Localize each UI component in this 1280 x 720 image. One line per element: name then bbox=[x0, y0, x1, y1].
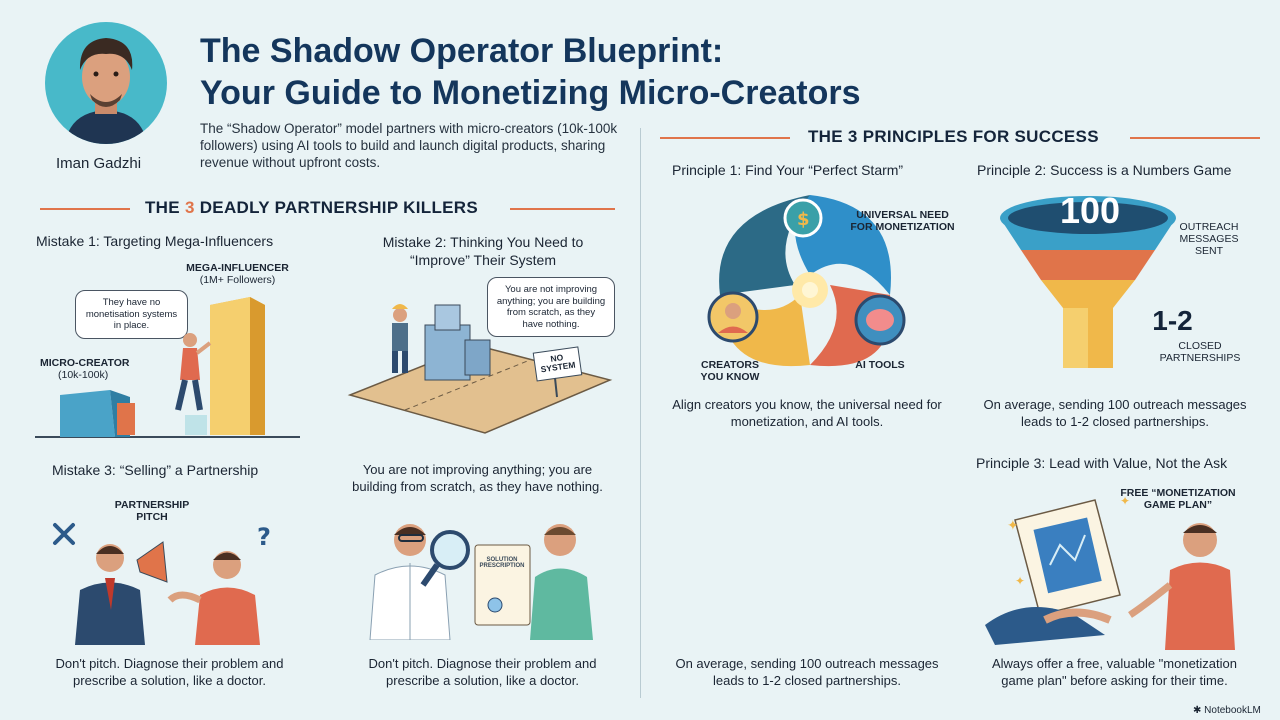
mega-sub: (1M+ Followers) bbox=[199, 274, 276, 286]
svg-text:✦: ✦ bbox=[1007, 518, 1019, 534]
scroll-text: SOLUTION PRESCRIPTION bbox=[479, 557, 525, 569]
title-line-2: Your Guide to Monetizing Micro-Creators bbox=[200, 74, 861, 112]
killers-heading: THE 3 DEADLY PARTNERSHIP KILLERS bbox=[145, 198, 478, 218]
killers-heading-number: 3 bbox=[184, 198, 195, 217]
notebook-icon: ✱ bbox=[1193, 705, 1202, 716]
svg-text:?: ? bbox=[257, 523, 271, 551]
mistake-1-title: Mistake 1: Targeting Mega-Influencers bbox=[36, 233, 274, 249]
title-line-1: The Shadow Operator Blueprint: bbox=[200, 32, 724, 70]
micro-label: MICRO-CREATOR bbox=[40, 357, 130, 369]
pitch-line-1: PARTNERSHIP bbox=[114, 499, 190, 511]
notebooklm-watermark: ✱ NotebookLM bbox=[1193, 705, 1261, 716]
page-title: The Shadow Operator Blueprint: Your Guid… bbox=[200, 30, 861, 114]
mistake-3-caption-left: Don't pitch. Diagnose their problem and … bbox=[55, 656, 284, 688]
doctor-diagnosis-illustration bbox=[369, 524, 593, 640]
micro-sub: (10k-100k) bbox=[58, 369, 109, 381]
column-divider bbox=[640, 128, 641, 698]
principle-1-caption: Align creators you know, the universal n… bbox=[672, 397, 942, 429]
creators-label: CREATORS YOU KNOW bbox=[700, 359, 760, 383]
pitch-line-2: PITCH bbox=[136, 511, 168, 523]
closed-number: 1-2 bbox=[1152, 305, 1193, 336]
intro-text: The “Shadow Operator” model partners wit… bbox=[200, 121, 618, 170]
ai-tools-label: AI TOOLS bbox=[855, 359, 905, 371]
mega-tower-illustration bbox=[35, 297, 300, 438]
empty-lot-illustration bbox=[347, 304, 613, 434]
mistake-2-caption: You are not improving anything; you are … bbox=[352, 462, 603, 494]
perfect-storm-illustration: $ bbox=[707, 195, 906, 367]
heading-rule-left bbox=[40, 208, 130, 210]
killers-heading-post: DEADLY PARTNERSHIP KILLERS bbox=[194, 198, 478, 217]
outreach-number: 100 bbox=[1059, 190, 1121, 231]
person-portrait-icon bbox=[65, 38, 147, 144]
mistake-2-title-line-2: “Improve” Their System bbox=[410, 252, 556, 268]
partnership-pitch-label: PARTNERSHIP PITCH bbox=[112, 499, 192, 523]
svg-text:✦: ✦ bbox=[1120, 494, 1130, 508]
principle-3-title: Principle 3: Lead with Value, Not the As… bbox=[976, 455, 1228, 471]
mistake-1-bubble: They have no monetisation systems in pla… bbox=[75, 290, 188, 339]
x-mark-icon bbox=[53, 523, 75, 545]
mistake-3-title: Mistake 3: “Selling” a Partnership bbox=[52, 462, 259, 478]
svg-text:✦: ✦ bbox=[1015, 574, 1025, 588]
mega-label: MEGA-INFLUENCER bbox=[186, 262, 289, 274]
principle-1-title: Principle 1: Find Your “Perfect Starm” bbox=[672, 162, 904, 178]
author-avatar bbox=[45, 22, 167, 144]
numbers-caption-repeat: On average, sending 100 outreach message… bbox=[675, 656, 939, 688]
principles-rule-left bbox=[660, 137, 790, 139]
svg-text:$: $ bbox=[797, 209, 810, 230]
brand-text: NotebookLM bbox=[1204, 705, 1261, 716]
principle-3-caption: Always offer a free, valuable "monetizat… bbox=[991, 656, 1237, 688]
principle-2-caption: On average, sending 100 outreach message… bbox=[983, 397, 1247, 429]
free-game-plan-label: FREE “MONETIZATION GAME PLAN” bbox=[1120, 487, 1236, 511]
closed-label: CLOSED PARTNERSHIPS bbox=[1159, 340, 1241, 364]
mistake-2-title: Mistake 2: Thinking You Need to “Improve… bbox=[358, 233, 608, 269]
money-globe-icon bbox=[783, 198, 823, 238]
heading-rule-right bbox=[510, 208, 615, 210]
mistake-2-bubble: You are not improving anything; you are … bbox=[487, 277, 615, 337]
principles-heading: THE 3 PRINCIPLES FOR SUCCESS bbox=[808, 127, 1099, 146]
principle-2-title: Principle 2: Success is a Numbers Game bbox=[977, 162, 1232, 178]
micro-creator-label: MICRO-CREATOR (10k-100k) bbox=[40, 357, 140, 381]
universal-need-label: UNIVERSAL NEED FOR MONETIZATION bbox=[850, 209, 955, 233]
magnifier-icon bbox=[430, 530, 470, 570]
mistake-3-caption-right: Don't pitch. Diagnose their problem and … bbox=[368, 656, 597, 688]
killers-heading-pre: THE bbox=[145, 198, 185, 217]
salesman-pitch-illustration: ? bbox=[53, 523, 271, 645]
game-plan-illustration: ✦ ✦ ✦ bbox=[985, 494, 1235, 650]
principles-rule-right bbox=[1130, 137, 1260, 139]
mega-influencer-label: MEGA-INFLUENCER (1M+ Followers) bbox=[180, 262, 295, 286]
author-name: Iman Gadzhi bbox=[56, 155, 142, 172]
mistake-2-title-line-1: Mistake 2: Thinking You Need to bbox=[382, 234, 584, 250]
outreach-label: OUTREACH MESSAGES SENT bbox=[1179, 221, 1239, 257]
funnel-illustration bbox=[1000, 196, 1176, 368]
